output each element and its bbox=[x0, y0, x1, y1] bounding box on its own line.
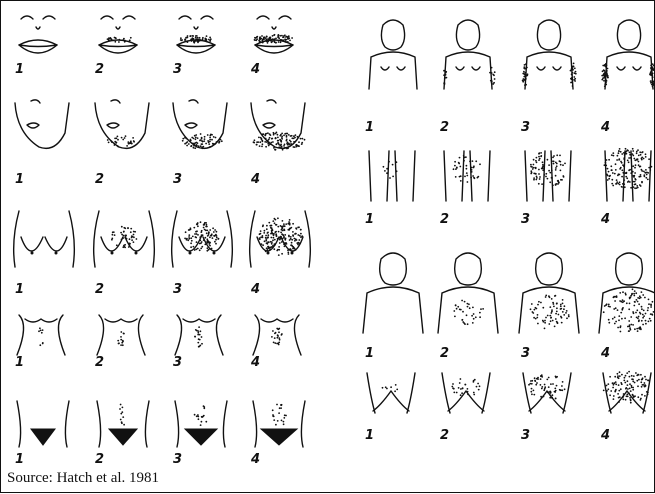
score-label: 4 bbox=[600, 346, 610, 361]
score-label: 3 bbox=[521, 212, 530, 227]
chest-score-4-drawing bbox=[250, 211, 311, 267]
score-label: 1 bbox=[365, 120, 374, 135]
score-label: 3 bbox=[173, 355, 182, 370]
upper-abdomen-score-1-drawing bbox=[17, 315, 65, 355]
chest-score-2-drawing bbox=[94, 211, 155, 267]
thigh-score-4-drawing bbox=[604, 148, 653, 201]
score-label: 3 bbox=[173, 452, 182, 467]
chin-score-4-drawing bbox=[251, 100, 305, 151]
upper-lip-score-2-drawing bbox=[99, 16, 137, 53]
score-label: 4 bbox=[250, 172, 260, 187]
chin-score-3-drawing bbox=[173, 100, 227, 149]
upper-arm-score-4-drawing bbox=[601, 20, 655, 89]
upper-back-score-2-drawing bbox=[438, 253, 498, 333]
score-label: 1 bbox=[365, 212, 374, 227]
score-label: 4 bbox=[250, 62, 260, 77]
score-label: 4 bbox=[250, 282, 260, 297]
score-label: 3 bbox=[173, 62, 182, 77]
upper-lip-score-1-drawing bbox=[19, 16, 57, 53]
lower-back-score-4-drawing bbox=[603, 371, 651, 413]
upper-back-score-1-drawing bbox=[363, 253, 423, 333]
upper-back-score-4-drawing bbox=[599, 253, 655, 333]
score-label: 3 bbox=[521, 120, 530, 135]
lower-back-score-1-drawing bbox=[367, 373, 415, 413]
score-label: 3 bbox=[173, 282, 182, 297]
score-label: 1 bbox=[365, 428, 374, 443]
score-label: 2 bbox=[440, 212, 449, 227]
score-label: 3 bbox=[521, 428, 530, 443]
score-label: 4 bbox=[600, 428, 610, 443]
upper-abdomen-score-3-drawing bbox=[175, 315, 223, 355]
lower-back-score-3-drawing bbox=[523, 373, 571, 413]
score-label: 2 bbox=[95, 62, 104, 77]
upper-arm-score-3-drawing bbox=[522, 20, 577, 89]
score-label: 1 bbox=[15, 355, 24, 370]
score-label: 2 bbox=[440, 120, 449, 135]
score-label: 2 bbox=[95, 172, 104, 187]
upper-arm-score-2-drawing bbox=[443, 20, 496, 89]
chin-score-2-drawing bbox=[95, 100, 149, 149]
upper-lip-score-4-drawing bbox=[254, 16, 293, 53]
chest-score-3-drawing bbox=[172, 211, 233, 267]
score-label: 4 bbox=[250, 355, 260, 370]
lower-abdomen-score-2-drawing bbox=[97, 401, 149, 447]
upper-abdomen-score-2-drawing bbox=[97, 315, 145, 355]
score-label: 3 bbox=[521, 346, 530, 361]
score-label: 1 bbox=[15, 172, 24, 187]
score-label: 2 bbox=[440, 428, 449, 443]
score-label: 3 bbox=[173, 172, 182, 187]
chin-score-1-drawing bbox=[15, 100, 69, 149]
lower-back-score-2-drawing bbox=[442, 373, 490, 413]
score-label: 4 bbox=[600, 212, 610, 227]
chest-score-1-drawing bbox=[14, 211, 75, 267]
score-label: 4 bbox=[250, 452, 260, 467]
score-label: 1 bbox=[365, 346, 374, 361]
upper-abdomen-score-4-drawing bbox=[253, 315, 301, 355]
upper-back-score-3-drawing bbox=[519, 253, 579, 333]
lower-abdomen-score-3-drawing bbox=[175, 401, 227, 447]
thigh-score-3-drawing bbox=[525, 151, 571, 201]
score-label: 1 bbox=[15, 62, 24, 77]
lower-abdomen-score-4-drawing bbox=[253, 401, 305, 447]
lower-abdomen-score-1-drawing bbox=[17, 401, 69, 447]
score-label: 1 bbox=[15, 282, 24, 297]
thigh-score-1-drawing bbox=[369, 151, 415, 201]
upper-lip-score-3-drawing bbox=[177, 16, 215, 53]
score-label: 4 bbox=[600, 120, 610, 135]
score-label: 2 bbox=[95, 452, 104, 467]
source-caption: Source: Hatch et al. 1981 bbox=[7, 470, 159, 487]
score-label: 2 bbox=[440, 346, 449, 361]
thigh-score-2-drawing bbox=[444, 151, 490, 201]
upper-arm-score-1-drawing bbox=[369, 20, 417, 89]
score-label: 2 bbox=[95, 355, 104, 370]
score-label: 2 bbox=[95, 282, 104, 297]
score-label: 1 bbox=[15, 452, 24, 467]
